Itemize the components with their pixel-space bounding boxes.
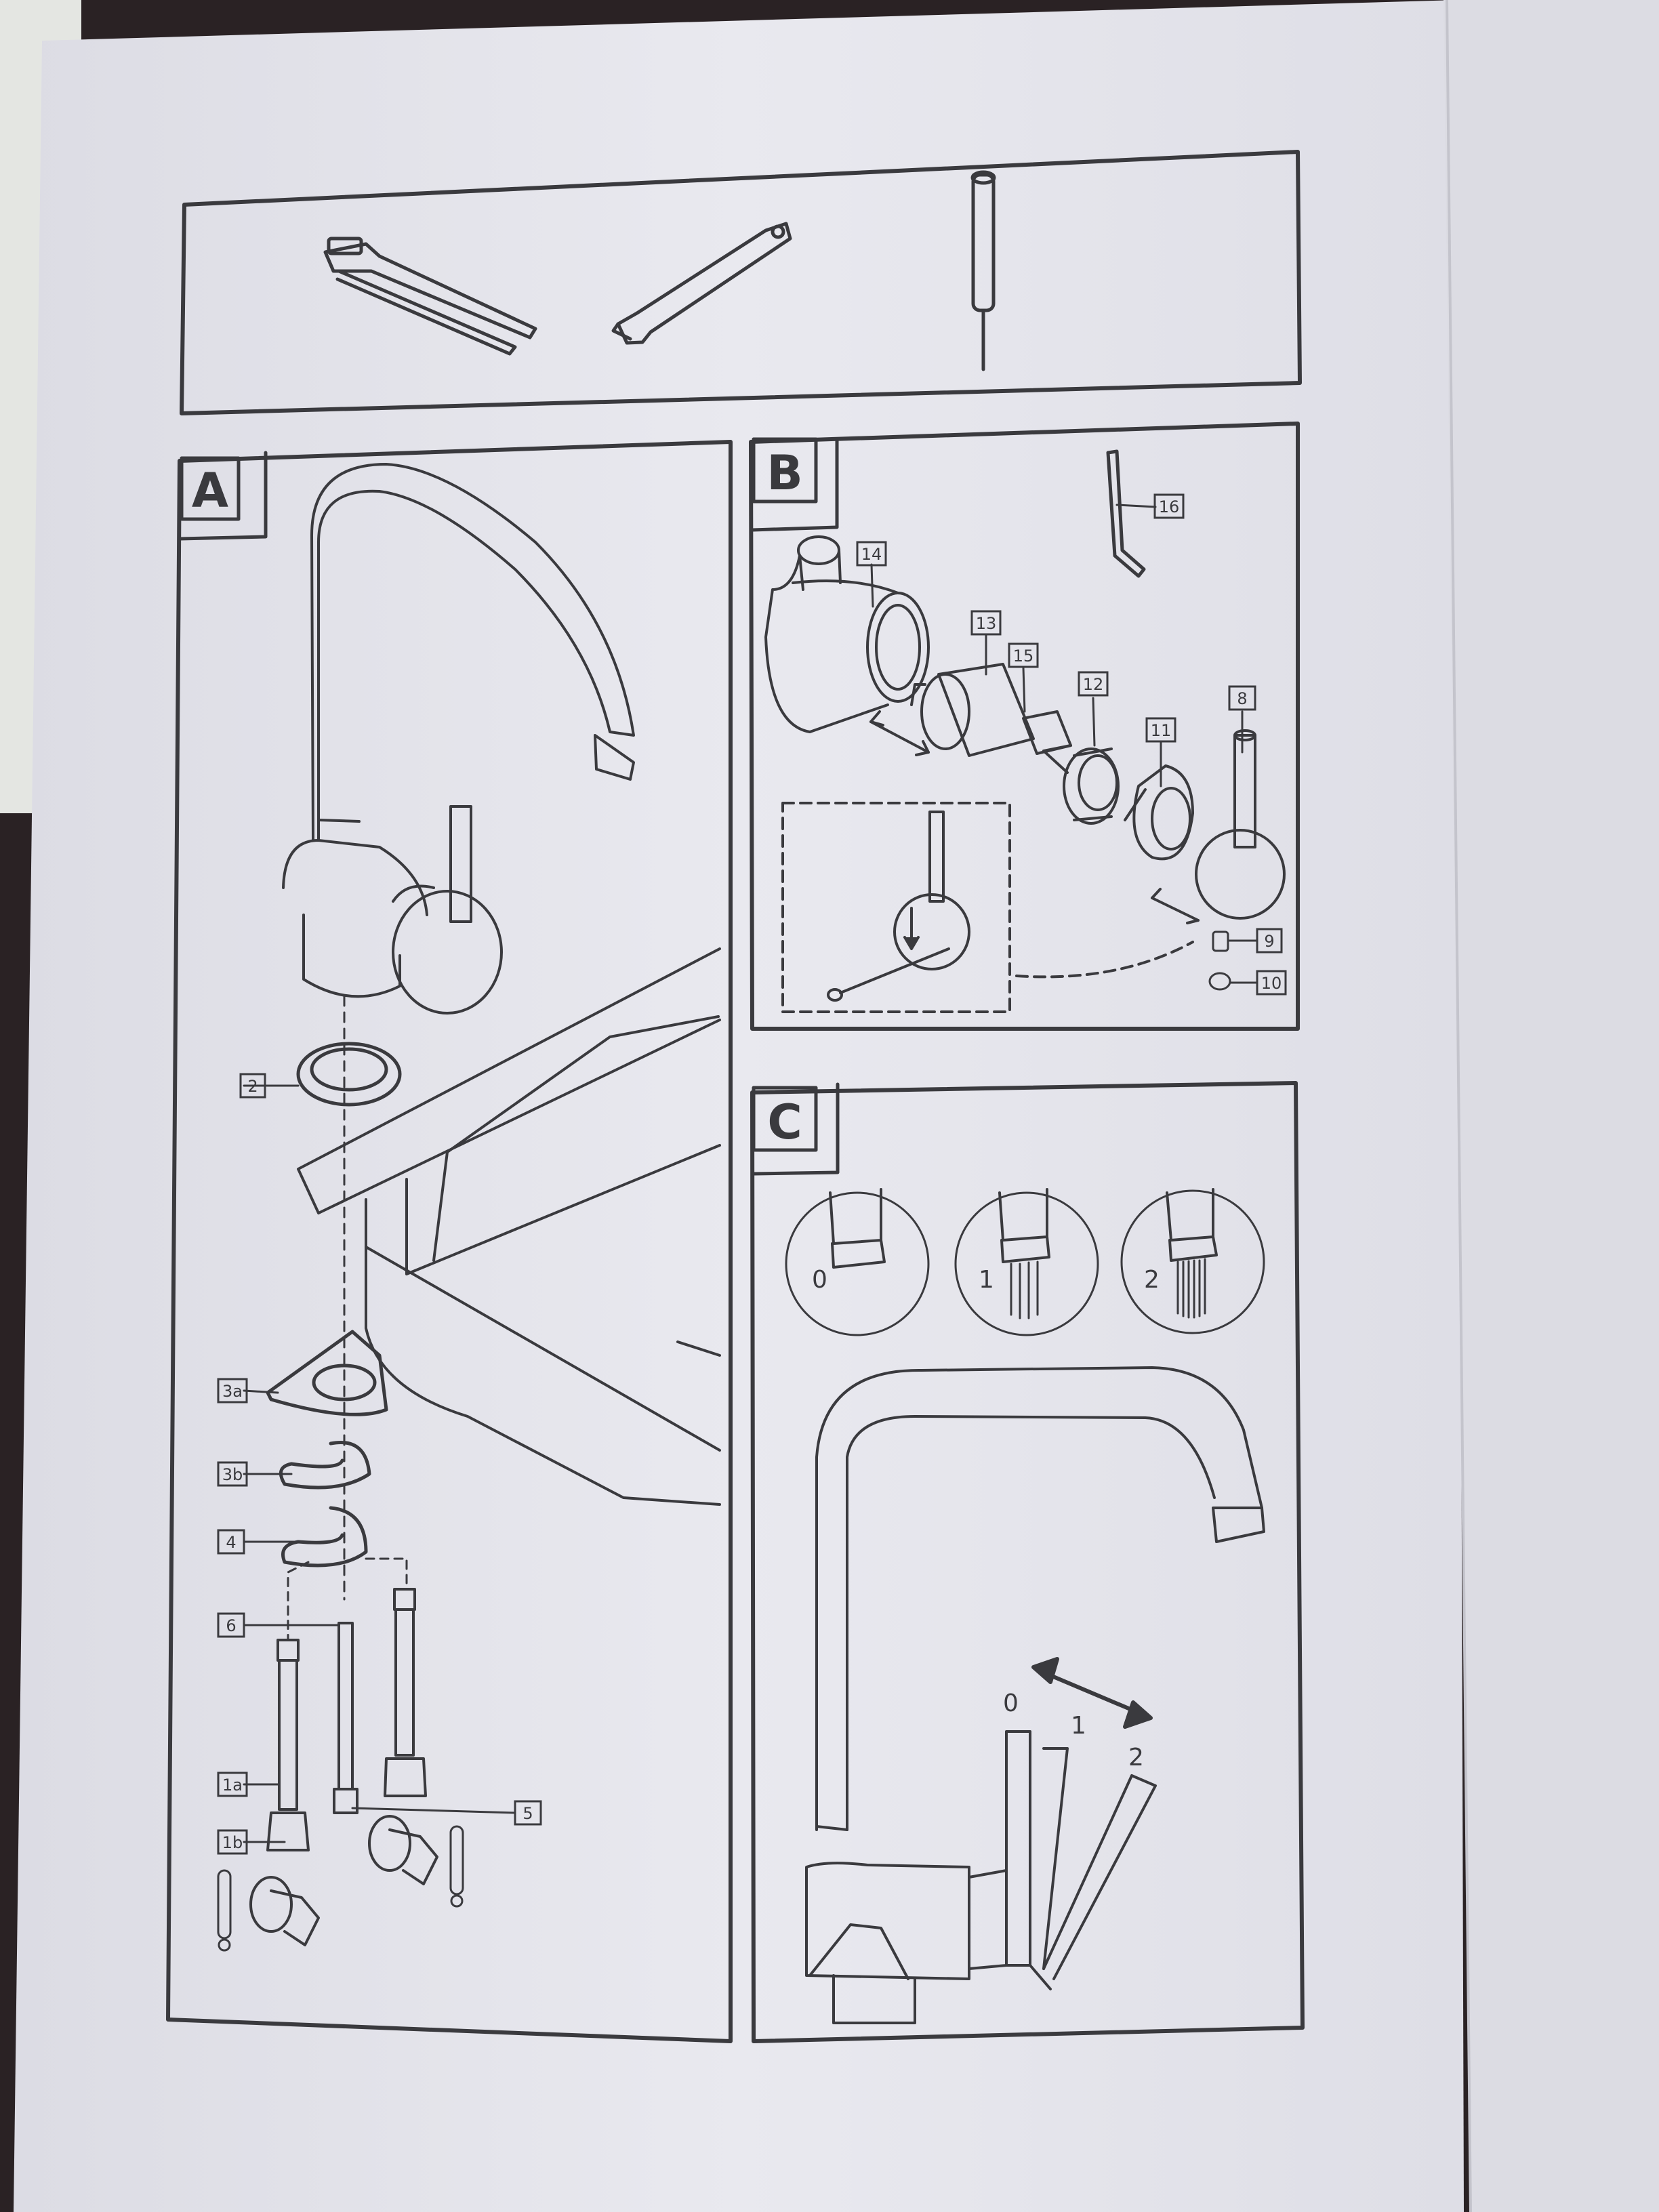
sink-drawing [297,947,721,1506]
hose-left [266,1639,310,1851]
cap-plug [1208,972,1231,991]
spray-mode-2-circle [1120,1189,1265,1334]
svg-text:4: 4 [226,1533,236,1552]
svg-text:3a: 3a [222,1382,243,1401]
lever-direction-arrow [1031,1657,1153,1729]
panel-a-letter: A [192,463,228,518]
panel-c-letter-box [752,1086,818,1152]
panel-b [749,422,1300,1031]
hex-key-icon [1106,449,1146,578]
faucet-side-view [805,1366,1265,2024]
panel-c [750,1081,1305,2043]
svg-text:13: 13 [976,614,997,633]
svg-text:8: 8 [1237,689,1247,708]
callout-11: 11 [1145,717,1176,743]
svg-text:3b: 3b [222,1465,243,1484]
svg-text:16: 16 [1159,497,1180,516]
panel-c-letter: C [767,1094,802,1150]
lever-position-1-label: 1 [1071,1712,1086,1740]
callout-3b: 3b [217,1461,248,1487]
pipe-wrench-icon [323,237,537,356]
callout-1a: 1a [217,1771,248,1797]
svg-text:1b: 1b [222,1833,243,1852]
lever-handle [1195,729,1286,920]
adjustable-wrench-icon [611,222,792,345]
faucet-body [764,535,930,733]
threaded-rod [333,1622,359,1814]
panel-a-letter-box [180,456,241,521]
panel-a [166,440,733,2043]
spray-mode-0-label: 0 [812,1266,827,1294]
retaining-nut [1063,747,1120,825]
callout-6: 6 [217,1612,245,1638]
angle-valve-right [368,1815,438,1885]
callout-2: 2 [239,1073,266,1099]
direction-arrows [869,710,1200,924]
lever-position-2-label: 2 [1128,1744,1144,1771]
next-page-edge [1443,0,1659,2212]
svg-text:12: 12 [1083,675,1104,694]
cover-cap [1132,764,1194,861]
svg-text:9: 9 [1264,932,1274,951]
spray-mode-2-label: 2 [1144,1266,1160,1294]
panel-b-letter-box [752,437,818,504]
screwdriver-icon [970,170,996,371]
callout-14: 14 [856,541,887,567]
callout-1b: 1b [217,1829,248,1855]
detail-handle [827,811,970,1002]
detail-box [781,802,1011,1013]
thermometer-icon [217,1825,464,1952]
svg-text:15: 15 [1013,647,1034,665]
panel-b-letter: B [766,445,802,501]
callout-5: 5 [514,1800,542,1826]
svg-text:10: 10 [1261,974,1282,993]
callout-16: 16 [1153,493,1185,519]
faucet-drawing [282,463,635,1015]
hose-right [384,1588,427,1797]
svg-text:2: 2 [247,1077,258,1096]
callout-9: 9 [1256,928,1283,954]
spray-mode-1-label: 1 [979,1266,994,1294]
horseshoe-washer [279,1441,371,1490]
paper-sheet [14,0,1464,2212]
seal-ring [296,1042,402,1107]
callout-8: 8 [1228,685,1256,711]
svg-text:1a: 1a [222,1776,243,1795]
callout-12: 12 [1078,671,1109,697]
callout-10: 10 [1256,970,1287,996]
tools-panel [180,150,1302,415]
svg-text:5: 5 [523,1804,533,1823]
spray-mode-1-circle [954,1191,1099,1336]
callout-4: 4 [217,1529,245,1555]
callout-13: 13 [970,610,1002,636]
callout-3a: 3a [217,1378,248,1404]
mounting-plate [266,1330,388,1416]
callout-15: 15 [1008,642,1039,668]
angle-valve-left [249,1876,320,1946]
spray-mode-0-circle [785,1191,930,1336]
lever-position-0-label: 0 [1003,1689,1019,1717]
svg-text:6: 6 [226,1616,236,1635]
svg-text:11: 11 [1151,721,1172,740]
svg-text:14: 14 [861,545,882,564]
